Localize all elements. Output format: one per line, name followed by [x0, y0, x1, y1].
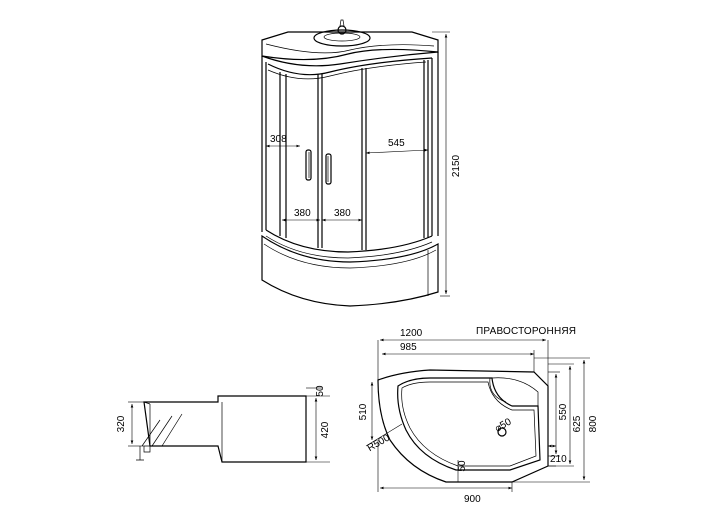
fixed-panel-right	[423, 60, 429, 238]
door-handle-right-icon	[325, 153, 332, 185]
cabin-frame	[261, 51, 439, 236]
dim-length-985: 985	[400, 342, 417, 353]
dim-depth-510: 510	[358, 403, 369, 420]
overhead-shower-icon	[313, 29, 371, 47]
dim-depth-550: 550	[558, 403, 569, 420]
dim-door-380-right: 380	[334, 208, 351, 219]
tray-outline	[377, 369, 549, 483]
dim-door-380-left: 380	[294, 208, 311, 219]
dim-top-rim-50: 50	[315, 385, 326, 397]
dim-apron-420: 420	[320, 421, 331, 438]
dim-drain-50: ⌀50	[493, 416, 514, 434]
tray-profile	[143, 395, 307, 463]
door-left	[317, 74, 323, 248]
tray-apron	[261, 234, 439, 307]
drain-icon	[497, 427, 507, 437]
door-handle-left-icon	[305, 149, 312, 181]
side-panel-left	[279, 72, 287, 238]
dim-tray-320: 320	[116, 415, 127, 432]
front-view: 2150 308 545 380 380	[261, 19, 462, 307]
dim-side-panel-308: 308	[270, 134, 287, 145]
dim-length-1200: 1200	[400, 328, 423, 339]
tray-basin	[397, 377, 541, 471]
top-view-title: ПРАВОСТОРОННЯЯ	[476, 326, 576, 337]
dim-offset-50: 50	[457, 460, 468, 472]
dim-height-2150: 2150	[451, 154, 462, 177]
top-view: ПРАВОСТОРОННЯЯ ⌀50 R500 1200 985 900 510	[358, 326, 599, 505]
dim-depth-800: 800	[588, 415, 599, 432]
side-view: 320 420 50	[116, 385, 331, 463]
dim-length-900: 900	[464, 494, 481, 505]
door-right	[361, 68, 367, 250]
dim-depth-625: 625	[572, 415, 583, 432]
dim-fixed-panel-545: 545	[388, 138, 405, 149]
dim-offset-210: 210	[550, 454, 567, 465]
